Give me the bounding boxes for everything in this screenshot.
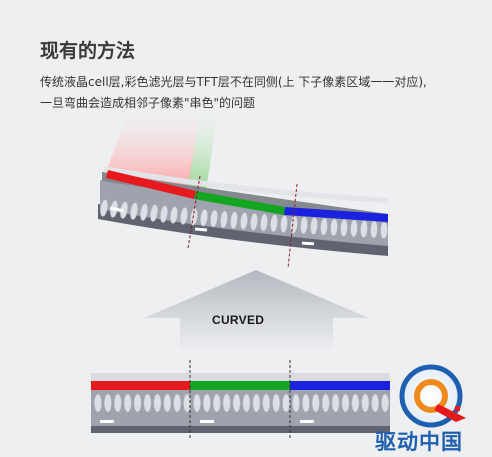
lc-cell <box>153 393 162 413</box>
lc-cell <box>350 219 358 238</box>
page-title: 现有的方法 <box>40 40 136 62</box>
logo-text: 驱动中国 <box>375 430 463 454</box>
lc-cell <box>371 393 380 413</box>
description: 传统液晶cell层,彩色滤光层与TFT层不在同侧(上 下子像素区域一一对应), … <box>40 72 480 114</box>
lc-cell <box>351 393 360 413</box>
description-line-2: 一旦弯曲会造成相邻子像素"串色"的问题 <box>40 96 256 110</box>
curved-panel <box>98 166 388 269</box>
lc-cell <box>270 214 278 232</box>
lc-cell <box>210 209 218 228</box>
lc-cell <box>163 393 172 413</box>
lc-cell <box>360 220 368 238</box>
lc-cell <box>280 215 288 233</box>
lc-cell <box>340 219 348 237</box>
lc-cell <box>341 393 350 413</box>
lc-cell <box>160 205 168 223</box>
lc-cell <box>232 393 241 413</box>
lc-cell <box>140 203 148 221</box>
lc-cell <box>230 211 238 229</box>
lc-cell <box>104 393 112 413</box>
lc-cell <box>300 216 308 235</box>
lc-cell <box>330 218 338 236</box>
lc-cell <box>200 208 208 227</box>
lc-cell <box>331 393 340 413</box>
lc-cell <box>133 393 142 413</box>
lc-cell <box>123 393 132 413</box>
lc-cell <box>113 393 122 413</box>
description-line-1: 传统液晶cell层,彩色滤光层与TFT层不在同侧(上 下子像素区域一一对应), <box>40 75 427 89</box>
lc-cell <box>150 204 158 222</box>
lc-cell <box>361 393 370 413</box>
lc-cell <box>143 393 152 413</box>
lc-cell <box>302 393 310 413</box>
lc-cell <box>180 207 188 225</box>
lc-cell <box>130 202 138 220</box>
lc-cell <box>311 393 320 413</box>
lc-cell <box>262 393 271 413</box>
lc-cell <box>292 393 300 413</box>
lc-cell <box>203 393 211 413</box>
lc-cell <box>310 217 318 235</box>
lc-cell <box>272 393 281 413</box>
up-arrow-icon <box>144 270 369 350</box>
lc-cell <box>381 393 389 413</box>
lc-cell <box>321 393 330 413</box>
lc-cell <box>260 213 268 232</box>
lc-cell <box>282 393 290 413</box>
lc-cell <box>170 206 178 224</box>
lc-cell <box>320 217 328 236</box>
lc-cell <box>250 213 258 231</box>
lc-cell <box>173 393 182 413</box>
lc-cell <box>100 199 108 217</box>
lc-cell <box>240 212 248 230</box>
green-light-beam <box>187 112 218 196</box>
flat-panel <box>91 360 390 438</box>
q-logo-icon <box>399 364 466 428</box>
lc-cell <box>183 393 191 413</box>
lc-cell <box>220 210 228 229</box>
lc-cell <box>193 393 201 413</box>
lc-cell <box>242 393 251 413</box>
lc-cell <box>222 393 231 413</box>
lc-cell <box>252 393 261 413</box>
lc-cell <box>212 393 221 413</box>
lc-cell <box>94 393 102 413</box>
curved-label: CURVED <box>212 313 265 327</box>
